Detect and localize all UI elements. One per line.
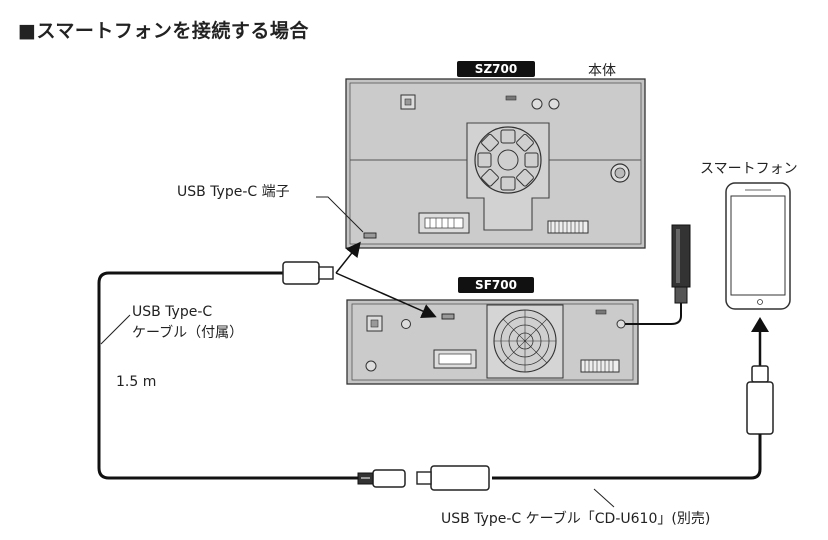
smartphone-icon [725, 182, 791, 310]
fan-icon [493, 309, 557, 373]
microphone-plug [625, 224, 691, 325]
cable-connector-phone [746, 365, 774, 435]
model-badge-sz700: SZ700 [457, 61, 535, 77]
sf700-unit [346, 299, 639, 385]
cable-connector-included-end [357, 469, 406, 488]
included-cable-label-line2: ケーブル（付属） [132, 325, 244, 341]
cable-connector-included-top [282, 261, 334, 285]
sz700-unit [345, 78, 646, 249]
fan-icon [474, 126, 542, 194]
usb-c-port [363, 232, 377, 239]
model-badge-sf700: SF700 [458, 277, 534, 293]
separate-cable-label: USB Type-C ケーブル「CD-U610」(別売) [441, 511, 711, 527]
main-unit-label: 本体 [588, 63, 616, 79]
cable-connector-separate [416, 465, 490, 491]
page-title: ■スマートフォンを接続する場合 [18, 20, 309, 42]
included-cable-label-line1: USB Type-C [132, 304, 213, 320]
smartphone-label: スマートフォン [700, 161, 798, 177]
cable-length-label: 1.5 m [116, 374, 157, 390]
usb-port-label: USB Type-C 端子 [177, 184, 290, 200]
